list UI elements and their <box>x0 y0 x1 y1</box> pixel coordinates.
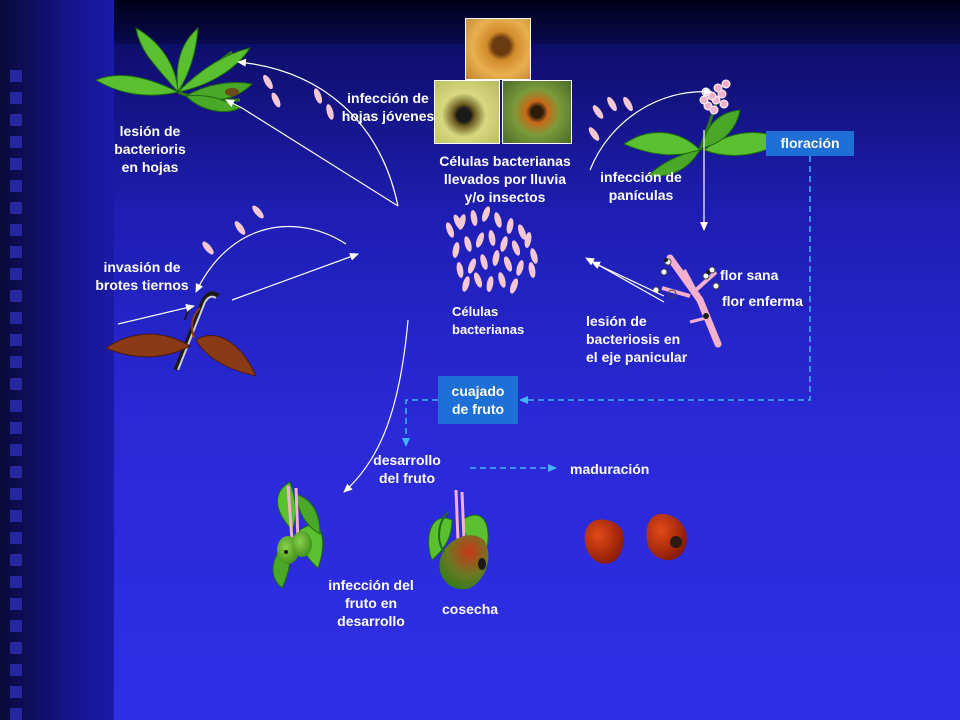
bacterial-cell <box>252 205 264 219</box>
panicle-axis-illustration <box>652 254 722 348</box>
decorative-square <box>10 466 22 478</box>
decorative-square <box>10 378 22 390</box>
bacterial-cell <box>313 88 323 104</box>
bacterial-cell <box>498 272 506 288</box>
bacterial-cell <box>500 236 508 252</box>
bacterial-cell <box>470 210 478 226</box>
bacterial-cell <box>517 224 527 240</box>
decorative-square <box>10 334 22 346</box>
bacterial-cell <box>530 248 538 264</box>
bacterial-cell <box>445 222 455 238</box>
decorative-square <box>10 554 22 566</box>
bacterial-cell <box>271 92 281 108</box>
insect-photo-2 <box>434 80 500 144</box>
decorative-square <box>10 180 22 192</box>
infection-arrows <box>117 58 713 493</box>
decorative-square <box>10 664 22 676</box>
decorative-square <box>10 114 22 126</box>
bacterial-cell <box>234 221 246 235</box>
decorative-square <box>10 686 22 698</box>
decorative-square <box>10 202 22 214</box>
bacterial-cell <box>453 214 463 230</box>
panicle-illustration <box>622 79 785 177</box>
harvest-fruit-illustration <box>428 489 489 590</box>
decorative-square <box>10 246 22 258</box>
bacterial-cell <box>592 105 604 119</box>
bacterial-cell <box>462 276 470 292</box>
bacterial-cell <box>486 276 494 292</box>
bacterial-cell <box>503 256 513 272</box>
bacterial-cell <box>464 236 472 252</box>
decorative-square <box>10 224 22 236</box>
decorative-square <box>10 268 22 280</box>
box-flowering: floración <box>766 131 854 156</box>
bacterial-cell <box>475 232 485 248</box>
bacterial-cell <box>202 241 214 255</box>
bacterial-cell <box>452 242 460 258</box>
decorative-square <box>10 576 22 588</box>
decorative-square <box>10 488 22 500</box>
phenology-arrows <box>402 156 811 472</box>
decorative-square <box>10 422 22 434</box>
decorative-square <box>10 312 22 324</box>
decorative-square <box>10 708 22 720</box>
decorative-square <box>10 642 22 654</box>
bacterial-cell <box>263 74 273 90</box>
bacterial-cell <box>509 278 519 294</box>
bacterial-cell <box>528 262 536 278</box>
insect-photo-3 <box>502 80 572 144</box>
decorative-square <box>10 290 22 302</box>
bacterial-cell <box>506 218 514 234</box>
decorative-square <box>10 356 22 368</box>
bacterial-cell <box>473 272 483 288</box>
bacterial-cell <box>488 230 496 246</box>
bacterial-cell <box>494 212 502 228</box>
bacterial-cell <box>623 96 633 112</box>
top-decorative-band <box>114 0 960 44</box>
bacterial-cell <box>467 258 477 274</box>
insect-photo-1 <box>465 18 531 80</box>
bacterial-cell <box>511 240 521 256</box>
ripe-fruit-illustration <box>584 513 687 564</box>
decorative-square <box>10 136 22 148</box>
bacterial-cell <box>326 104 334 120</box>
decorative-square <box>10 620 22 632</box>
bacterial-cell <box>492 250 500 266</box>
label-healthy-flower: flor sana <box>720 267 779 283</box>
developing-fruit-illustration <box>272 481 324 589</box>
bacterial-cell <box>607 96 617 112</box>
label-diseased-flower: flor enferma <box>722 293 803 309</box>
decorative-square <box>10 598 22 610</box>
bacterial-cell <box>588 127 600 141</box>
bacterial-cells <box>202 74 633 294</box>
bacterial-cell <box>480 254 488 270</box>
decorative-square <box>10 158 22 170</box>
young-leaves-illustration <box>94 26 254 112</box>
tender-shoot-illustration <box>104 291 257 377</box>
label-ripening: maduración <box>570 461 650 477</box>
bacterial-cell <box>516 260 524 276</box>
decorative-square <box>10 400 22 412</box>
bacterial-cell <box>524 232 532 248</box>
label-harvest: cosecha <box>442 601 499 617</box>
decorative-square <box>10 510 22 522</box>
decorative-square <box>10 70 22 82</box>
decorative-square <box>10 532 22 544</box>
bacterial-cell <box>456 262 464 278</box>
decorative-square <box>10 92 22 104</box>
bacterial-cell <box>481 206 491 222</box>
decorative-square <box>10 444 22 456</box>
